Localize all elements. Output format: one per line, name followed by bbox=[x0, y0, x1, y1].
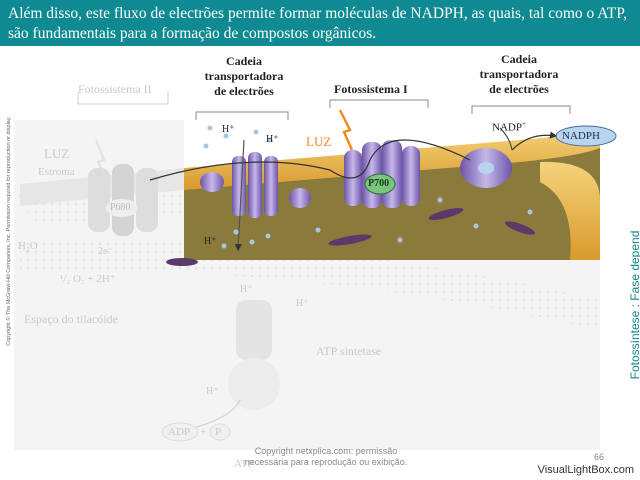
label-plus: + bbox=[200, 426, 207, 438]
label-luz: LUZ bbox=[306, 134, 332, 149]
label-p700: P700 bbox=[368, 178, 390, 189]
side-copyright: Copyright © The McGraw-Hill Companies, I… bbox=[6, 116, 12, 346]
label-h-plus-6: H⁺ bbox=[206, 386, 219, 397]
header-text: Além disso, este fluxo de electrões perm… bbox=[8, 5, 628, 42]
label-h-plus-1: H⁺ bbox=[222, 124, 235, 135]
label-h-plus-2: H⁺ bbox=[266, 134, 279, 145]
label-nadph: NADPH bbox=[562, 130, 600, 142]
label-estroma: Estroma bbox=[38, 166, 75, 178]
label-fotossistema-ii: Fotossistema II bbox=[78, 82, 152, 96]
label-h2o: H₂O bbox=[18, 240, 38, 252]
label-espaco-tilacoide: Espaço do tilacóide bbox=[24, 312, 118, 326]
electron-path bbox=[149, 139, 471, 181]
photosystem-i bbox=[344, 140, 420, 208]
cytochrome-complex bbox=[200, 152, 311, 218]
label-adp: ADP bbox=[168, 426, 191, 438]
label-h-plus-3: H⁺ bbox=[204, 236, 217, 247]
label-nadp: NADP+ bbox=[492, 120, 526, 134]
atp-synthase-faded bbox=[228, 300, 280, 410]
label-2e: 2e⁻ bbox=[98, 246, 113, 257]
diagram-art bbox=[14, 92, 617, 450]
side-title: Fotossíntese : Fase depend bbox=[628, 230, 640, 380]
photosystem-ii-faded bbox=[88, 164, 158, 236]
nadp-reductase bbox=[460, 148, 512, 188]
label-p: P bbox=[215, 426, 222, 438]
label-p680: P680 bbox=[110, 202, 131, 213]
label-fotossistema-i: Fotossistema I bbox=[334, 82, 408, 96]
watermark[interactable]: VisualLightBox.com bbox=[537, 464, 634, 476]
light-bolt bbox=[338, 109, 354, 151]
label-h-plus-5: H⁺ bbox=[296, 298, 309, 309]
label-half-o2: ¹/₂ O₂ + 2H⁺ bbox=[60, 273, 116, 285]
label-atp-sintetase: ATP sintetase bbox=[316, 344, 382, 358]
label-luz-faded: LUZ bbox=[44, 146, 70, 161]
page-number: 66 bbox=[593, 452, 604, 462]
label-h-plus-4: H⁺ bbox=[240, 284, 253, 295]
header-banner: Além disso, este fluxo de electrões perm… bbox=[0, 0, 640, 46]
label-atp: ATP bbox=[234, 458, 254, 470]
